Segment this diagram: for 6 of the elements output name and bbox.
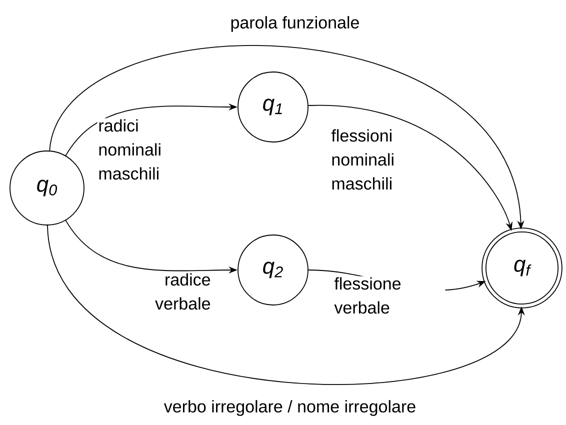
edge-label: radici nominali maschili xyxy=(99,119,160,180)
edge-label: radice verbale xyxy=(155,273,210,310)
edge-label: flessioni nominali maschili xyxy=(331,129,394,190)
edge-label: flessione verbale xyxy=(334,277,401,314)
edge-label: verbo irregolare / nome irregolare xyxy=(164,400,416,416)
edge-label: parola funzionale xyxy=(231,16,359,32)
